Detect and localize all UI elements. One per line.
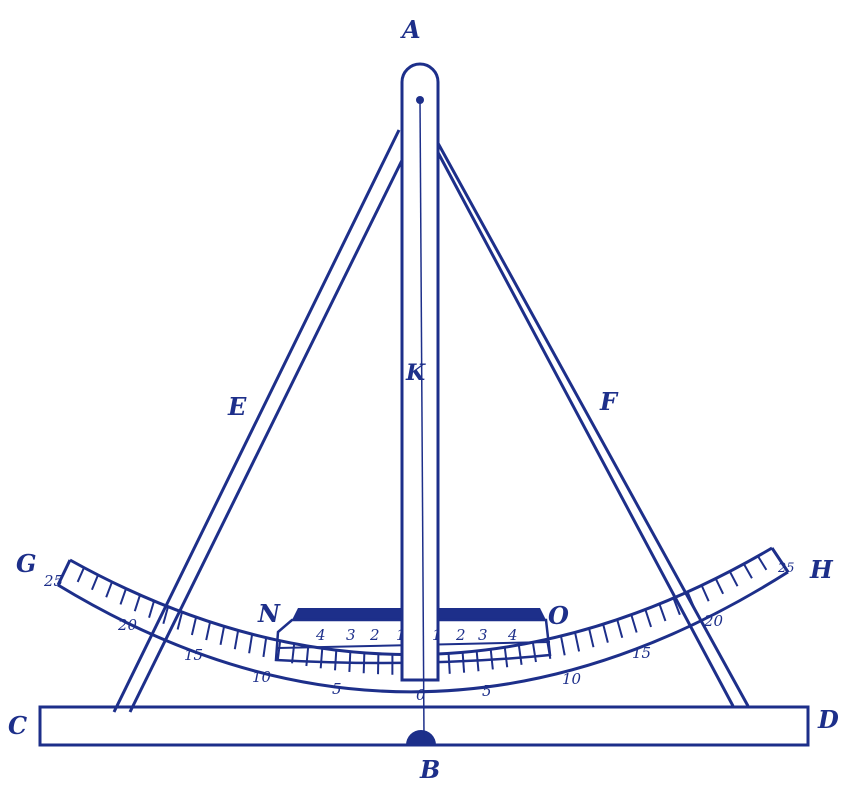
vernier-left-4: 4 [315,626,326,644]
arc-tick [447,653,451,674]
vernier-right-1: 1 [432,626,442,644]
label-n: N [257,599,281,628]
label-a: A [400,15,421,44]
arc-tick [233,630,240,650]
arc-tick [644,609,652,628]
scale-right-15: 15 [632,644,651,662]
arc-tick [162,606,170,625]
arc-tick [91,574,99,591]
arc-tick [559,635,566,656]
arc-tick [531,642,537,663]
pivot-b [406,730,436,745]
arc-tick [503,647,509,668]
vernier-right-4: 4 [507,626,518,644]
arc-tick [728,570,739,587]
arc-tick [700,584,710,602]
arc-tick [574,632,581,652]
scale-left-15: 15 [184,646,203,664]
scale-right-5: 5 [482,682,492,700]
scale-0: 0 [416,686,426,704]
arc-tick [105,581,113,598]
scale-left-5: 5 [332,680,342,698]
arc-tick [276,640,282,661]
leg-e [112,129,414,713]
scale-left-10: 10 [252,668,272,686]
plumb-line [419,99,425,739]
arc-tick [248,634,254,654]
arc-tick [262,637,268,658]
vernier-right-3: 3 [478,626,488,644]
arc-tick [517,644,523,665]
scale-right-25: 25 [777,561,795,576]
scale-right-20: 20 [703,612,724,630]
arc-tick [602,623,609,643]
scale-left-20: 20 [117,616,138,634]
label-d: D [817,705,839,734]
arc-tick [190,616,198,636]
arc-tick [76,567,85,583]
arc-tick [319,648,324,669]
vernier-right-2: 2 [455,626,466,644]
vernier-left-1: 1 [396,626,406,644]
arc-tick [219,626,226,645]
label-b: B [419,755,440,784]
vernier-left-3: 3 [346,626,356,644]
arc-tick [305,646,310,667]
arc-tick [176,611,184,630]
arc-tick [630,614,638,633]
arc-tick [714,578,724,595]
arc-tick [205,621,212,641]
arc-tick [616,619,624,639]
arc-tick [686,591,696,609]
leg-f [426,124,750,707]
arc-tick [334,650,338,671]
label-o: O [548,601,569,630]
arc-tick [588,628,595,648]
scale-left-25: 25 [43,572,63,590]
label-h: H [809,555,834,584]
label-g: G [16,549,37,578]
label-f: F [599,387,619,416]
arc-tick [658,603,667,622]
arc-tick [672,597,681,616]
vernier-left-2: 2 [369,626,380,644]
suspension-point [416,96,424,104]
arc-tick [742,563,753,579]
label-k: K [405,360,426,386]
arc-tick [148,600,155,618]
arc-tick [119,588,127,605]
scale-right-10: 10 [562,670,582,688]
post-a [400,62,440,682]
arc-tick [133,594,141,612]
label-c: C [8,711,27,740]
arc-tick [757,555,768,571]
label-e: E [227,392,247,421]
